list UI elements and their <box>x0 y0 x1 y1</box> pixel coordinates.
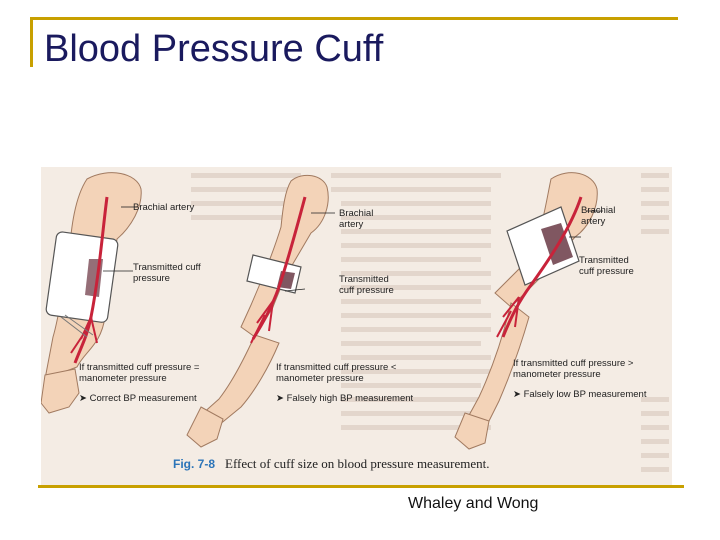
panel-2-result-text: Falsely high BP measurement <box>286 393 414 404</box>
top-rule <box>30 17 678 20</box>
panel-1-result-text: Correct BP measurement <box>89 393 197 404</box>
panel-3-result: ➤ Falsely low BP measurement <box>513 389 647 400</box>
left-rule <box>30 17 33 67</box>
panel-3-pressure-label: Transmitted cuff pressure <box>579 255 634 277</box>
arm-panel-3 <box>454 172 603 450</box>
panel-1-artery-label: Brachial artery <box>133 202 195 213</box>
slide-title: Blood Pressure Cuff <box>44 28 384 70</box>
figure-caption: Fig. 7-8 Effect of cuff size on blood pre… <box>173 456 490 472</box>
figure-number: Fig. 7-8 <box>173 457 216 471</box>
panel-2-artery-label: Brachial artery <box>339 208 374 230</box>
panel-1-condition: If transmitted cuff pressure = manometer… <box>79 362 200 384</box>
panel-1-result: ➤ Correct BP measurement <box>79 393 197 404</box>
panel-1-pressure-label: Transmitted cuff pressure <box>133 262 201 284</box>
arm-illustration <box>41 172 669 472</box>
panel-2-pressure-label: Transmitted cuff pressure <box>339 274 394 296</box>
panel-2-result: ➤ Falsely high BP measurement <box>276 393 414 404</box>
panel-3-artery-label: Brachial artery <box>581 205 616 227</box>
arm-panel-2 <box>186 174 335 448</box>
image-credit: Whaley and Wong <box>408 495 539 512</box>
panel-3-result-text: Falsely low BP measurement <box>523 389 647 400</box>
arm-panel-1 <box>41 172 142 414</box>
cuff-size-figure: Brachial artery Transmitted cuff pressur… <box>41 167 672 485</box>
panel-2-condition: If transmitted cuff pressure < manometer… <box>276 362 397 384</box>
figure-caption-text: Effect of cuff size on blood pressure me… <box>225 456 490 471</box>
bottom-rule <box>38 485 684 488</box>
panel-3-condition: If transmitted cuff pressure > manometer… <box>513 358 634 380</box>
